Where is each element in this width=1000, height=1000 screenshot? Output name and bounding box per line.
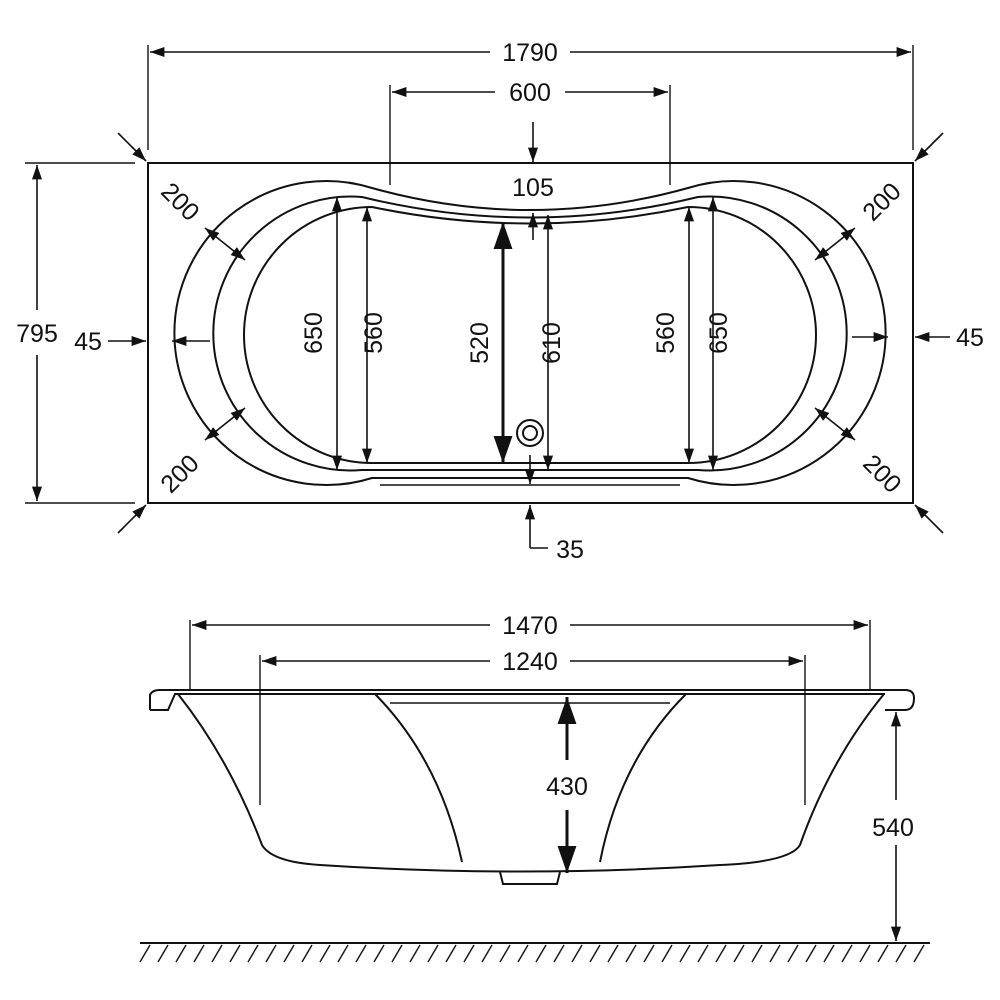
hatch-mark [823,944,835,963]
hatch-mark [157,944,169,963]
hatch-mark [193,944,205,963]
dim-side-bottom-length: 1240 [502,648,558,676]
hatch-mark [517,944,529,963]
contour-curve-right [599,693,687,863]
hatch-mark [787,944,799,963]
hatch-mark [283,944,295,963]
hatch-mark [355,944,367,963]
dim-bottom-offset: 35 [556,536,584,564]
hatch-mark [769,944,781,963]
outer-rim-contour [173,180,887,486]
dim-radius-top-right: 200 [857,177,906,226]
hatch-mark [643,944,655,963]
hatch-mark [697,944,709,963]
hatch-mark [715,944,727,963]
dim-left-inner-width: 560 [360,312,388,354]
inner-basin-contour [243,205,817,464]
dim-side-top-length: 1470 [502,612,558,640]
floor-hatching [139,944,925,963]
hatch-mark [445,944,457,963]
hatch-mark [373,944,385,963]
drain-icon [516,419,544,447]
hatch-mark [139,944,151,963]
dim-right-outer-width: 650 [705,312,733,354]
dim-right-inner-width: 560 [652,312,680,354]
hatch-mark [913,944,925,963]
dim-center-outer-width: 610 [538,322,566,364]
dim-radius-bottom-right: 200 [857,449,906,498]
hatch-mark [625,944,637,963]
hatch-mark [391,944,403,963]
hatch-mark [733,944,745,963]
hatch-mark [553,944,565,963]
hatch-mark [337,944,349,963]
dim-rim-right: 45 [956,324,984,352]
hatch-mark [211,944,223,963]
hatch-mark [535,944,547,963]
hatch-mark [679,944,691,963]
hatch-mark [175,944,187,963]
drain-inner [522,425,538,441]
hatch-mark [877,944,889,963]
hatch-mark [247,944,259,963]
tub-rim [149,689,916,711]
dim-overall-length: 1790 [502,39,558,67]
dim-radius-bottom-left: 200 [155,449,204,498]
hatch-mark [265,944,277,963]
hatch-mark [661,944,673,963]
dim-radius-top-left: 200 [155,177,204,226]
hatch-mark [589,944,601,963]
dim-rim-left: 45 [74,328,102,356]
dim-top-offset: 105 [512,174,554,202]
dim-height: 540 [872,814,914,842]
dim-center-inner-width: 520 [466,322,494,364]
contour-curve-left [374,693,463,863]
hatch-mark [427,944,439,963]
dim-depth: 430 [546,773,588,801]
hatch-mark [607,944,619,963]
hatch-mark [859,944,871,963]
hatch-mark [499,944,511,963]
hatch-mark [463,944,475,963]
hatch-mark [841,944,853,963]
dim-left-outer-width: 650 [300,312,328,354]
dim-overall-width: 795 [16,320,58,348]
hatch-mark [301,944,313,963]
hatch-mark [805,944,817,963]
drain-outlet [499,871,561,885]
hatch-mark [481,944,493,963]
hatch-mark [409,944,421,963]
hatch-mark [751,944,763,963]
side-view: 1470 1240 430 540 [139,612,930,963]
tub-outline-rect [147,162,914,504]
hatch-mark [895,944,907,963]
middle-contour [212,195,848,472]
hatch-mark [229,944,241,963]
hatch-mark [319,944,331,963]
top-view: 1790 600 105 200 200 200 200 795 45 [16,39,984,564]
tub-body [177,693,885,873]
hatch-mark [571,944,583,963]
dim-center-width: 600 [509,79,551,107]
